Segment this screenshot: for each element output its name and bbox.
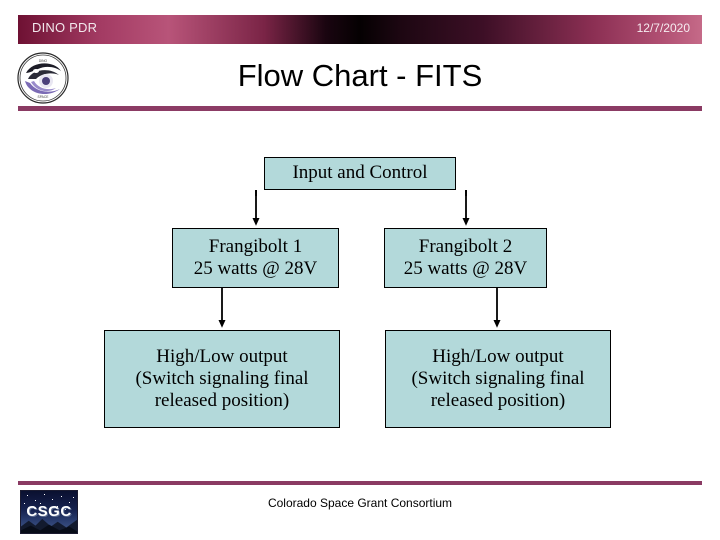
csgc-night-sky-icon: CSGC <box>20 490 78 534</box>
flow-node-line: released position) <box>430 390 566 412</box>
flow-node-line: High/Low output <box>432 345 564 367</box>
star-field <box>21 491 77 533</box>
flow-node-line: Input and Control <box>292 162 428 184</box>
flow-node-line: Frangibolt 1 <box>208 235 303 257</box>
csgc-logo-label: CSGC <box>26 502 72 520</box>
svg-text:DINO: DINO <box>39 59 48 63</box>
flow-node-frangibolt-2[interactable]: Frangibolt 2 25 watts @ 28V <box>384 228 547 288</box>
flow-node-line: 25 watts @ 28V <box>403 258 528 279</box>
flow-node-line: Frangibolt 2 <box>418 235 513 257</box>
dino-emblem-icon: DINO SPACE <box>16 51 70 105</box>
date-label: 12/7/2020 <box>636 21 690 35</box>
flow-node-output-2[interactable]: High/Low output (Switch signaling final … <box>385 330 611 428</box>
flow-node-output-1[interactable]: High/Low output (Switch signaling final … <box>104 330 340 428</box>
flow-node-line: 25 watts @ 28V <box>193 258 318 279</box>
footer-divider <box>18 481 702 485</box>
deck-name-label: DINO PDR <box>32 20 98 35</box>
flow-node-line: released position) <box>154 390 290 412</box>
flow-node-input-and-control[interactable]: Input and Control <box>264 157 456 190</box>
header-divider <box>18 106 702 111</box>
flow-node-line: High/Low output <box>156 345 288 367</box>
page-title: Flow Chart - FITS <box>237 58 483 93</box>
footer-organization-label: Colorado Space Grant Consortium <box>267 496 453 510</box>
flow-node-frangibolt-1[interactable]: Frangibolt 1 25 watts @ 28V <box>172 228 339 288</box>
svg-text:SPACE: SPACE <box>38 95 50 99</box>
slide-title-bar: DINO PDR 12/7/2020 <box>18 15 702 44</box>
flow-node-line: (Switch signaling final <box>411 367 585 389</box>
flow-node-line: (Switch signaling final <box>135 367 309 389</box>
